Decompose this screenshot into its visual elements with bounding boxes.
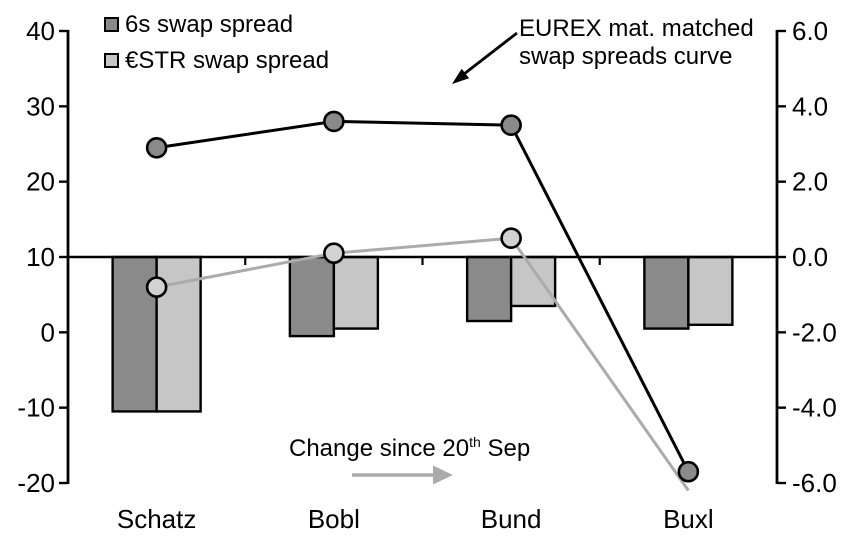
bar-str-swap-spread-bobl [332,255,380,330]
x-label-bobl: Bobl [308,504,360,534]
marker-6s-mat-matched-swap-spreads-curve-schatz [145,136,168,159]
bar-str-swap-spread-buxl [687,255,734,327]
eurex-annotation-line2: swap spreads curve [519,43,733,70]
right-axis-label-0.0: 0.0 [792,242,828,272]
eurex-arrow-shaft [463,31,518,76]
right-axis-label-4.0: 4.0 [792,91,828,121]
line-6s-mat-matched-swap-spreads-curve [156,119,690,473]
chart-legend: 6s swap spread €STR swap spread [104,11,329,83]
left-axis-label-20: 20 [26,167,55,197]
marker-str-mat-matched-swap-spreads-curve-schatz [145,276,168,298]
change-annotation-suffix: Sep [480,435,531,462]
eurex-annotation: EUREX mat. matched swap spreads curve [519,15,754,71]
line-str-mat-matched-swap-spreads-curve [156,236,690,492]
bar-str-swap-spread-bund [509,255,557,308]
marker-6s-mat-matched-swap-spreads-curve-bobl [323,110,345,133]
bar-6s-swap-spread-buxl [643,255,690,330]
change-annotation-text: Change since 20 [289,435,470,462]
right-axis-label--4.0: -4.0 [792,393,837,423]
change-annotation-superscript: th [469,434,481,450]
x-label-buxl: Buxl [663,504,714,534]
legend-item-estr-swap-spread: €STR swap spread [104,47,329,74]
right-axis-label--2.0: -2.0 [792,317,837,347]
eurex-arrow-head-icon [452,68,470,84]
right-axis-label-6.0: 6.0 [792,16,828,46]
marker-str-mat-matched-swap-spreads-curve-bobl [323,242,345,265]
marker-6s-mat-matched-swap-spreads-curve-buxl [677,460,700,483]
marker-str-mat-matched-swap-spreads-curve-bund [500,227,522,249]
legend-item-6s-swap-spread: 6s swap spread [104,11,329,38]
x-label-bund: Bund [481,504,542,534]
eurex-annotation-line1: EUREX mat. matched [519,15,754,42]
legend-label-estr: €STR swap spread [125,47,330,74]
legend-swatch-estr-icon [104,53,119,68]
bar-6s-swap-spread-bund [465,255,513,323]
left-axis-label-30: 30 [26,91,55,121]
left-axis-label-40: 40 [26,16,55,46]
change-arrow-head-icon [433,465,453,485]
legend-swatch-6s-icon [104,17,119,32]
x-label-schatz: Schatz [117,504,197,534]
left-axis-label-10: 10 [26,242,55,272]
right-axis-label-2.0: 2.0 [792,167,828,197]
left-axis-label-0: 0 [41,317,55,347]
marker-6s-mat-matched-swap-spreads-curve-bund [500,114,522,136]
bar-6s-swap-spread-bobl [288,255,336,338]
legend-label-6s: 6s swap spread [125,11,294,38]
left-axis-label--10: -10 [17,393,55,423]
right-axis-label--6.0: -6.0 [792,468,837,498]
left-axis-label--20: -20 [17,468,55,498]
change-annotation: Change since 20th Sep [289,434,530,463]
